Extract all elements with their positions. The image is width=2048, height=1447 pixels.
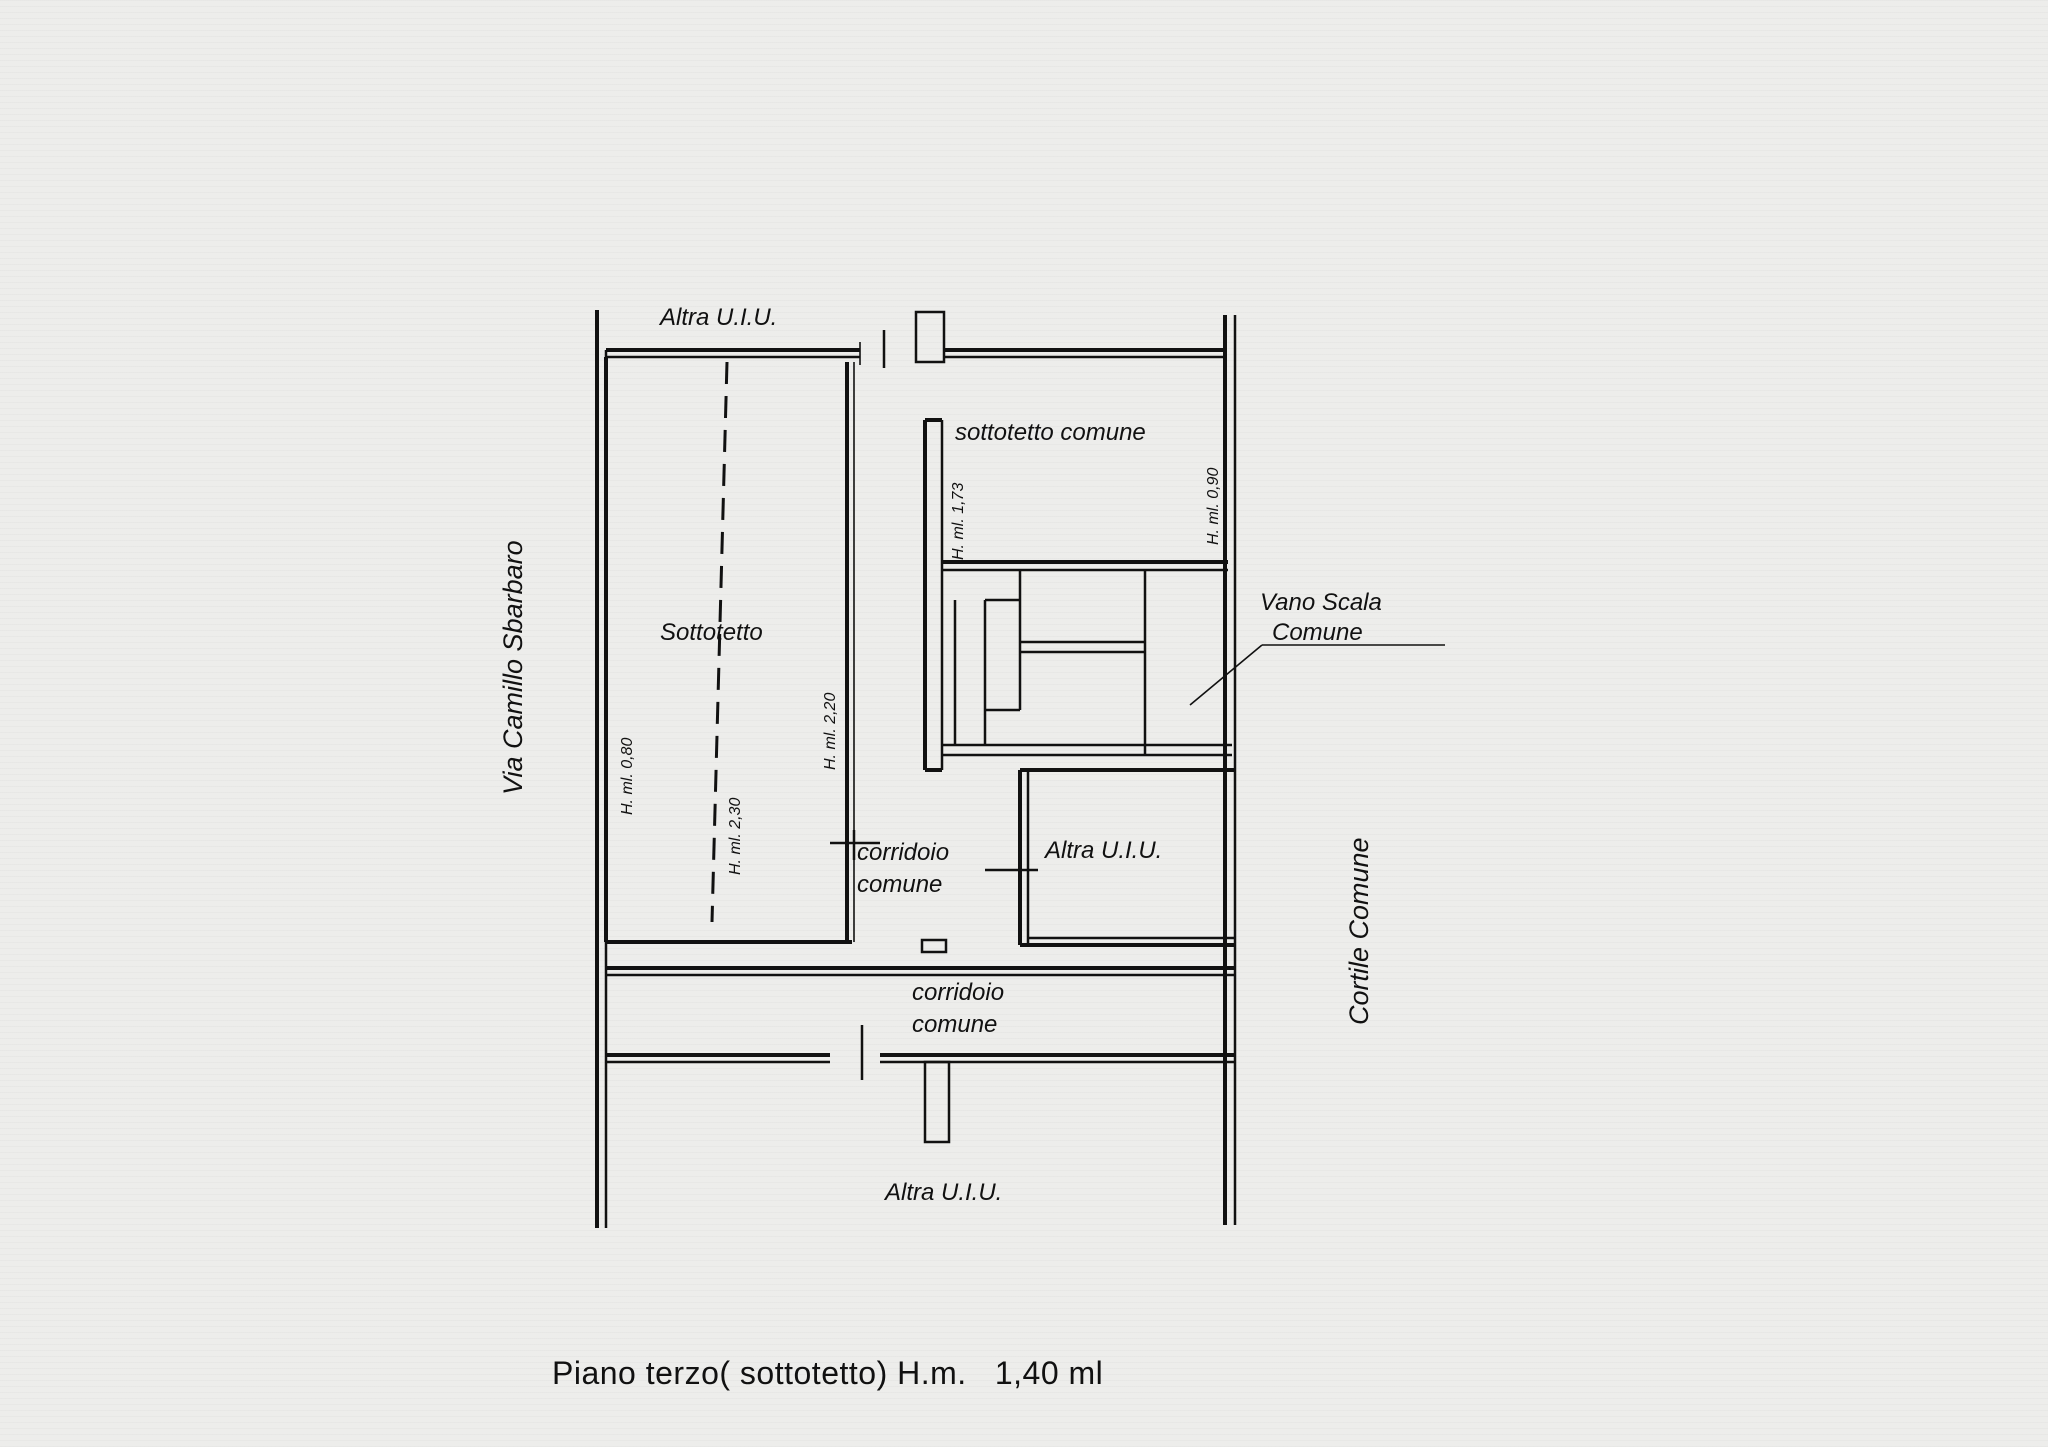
label-altra-mid: Altra U.I.U. — [1043, 837, 1162, 864]
height-090: H. ml. 0,90 — [1205, 468, 1222, 545]
label-corridoio-1a: corridoio — [857, 839, 949, 866]
sottotetto-room — [604, 357, 855, 944]
stair-well — [942, 570, 1232, 757]
label-corridoio-2b: comune — [912, 1011, 997, 1038]
label-corridoio-2a: corridoio — [912, 979, 1004, 1006]
corridoio-vertical — [830, 830, 948, 954]
label-vano-scala-1: Vano Scala — [1260, 589, 1382, 616]
label-sottotetto-comune: sottotetto comune — [955, 419, 1146, 446]
label-court-right: Cortile Comune — [1344, 837, 1374, 1025]
plan-caption: Piano terzo( sottotetto) H.m. 1,40 ml — [552, 1355, 1104, 1391]
height-173: H. ml. 1,73 — [950, 483, 967, 560]
label-altra-top: Altra U.I.U. — [658, 304, 777, 331]
height-080: H. ml. 0,80 — [619, 738, 636, 815]
corridoio-horizontal — [606, 966, 1235, 1144]
label-corridoio-1b: comune — [857, 871, 942, 898]
label-altra-bottom: Altra U.I.U. — [883, 1179, 1002, 1206]
height-230: H. ml. 2,30 — [727, 798, 744, 875]
label-vano-scala-2: Comune — [1272, 619, 1363, 646]
height-220: H. ml. 2,20 — [822, 693, 839, 770]
top-wall — [606, 310, 1225, 368]
altra-uiu-mid-room — [985, 768, 1235, 947]
label-sottotetto: Sottotetto — [660, 619, 763, 646]
label-street-left: Via Camillo Sbarbaro — [498, 540, 528, 795]
vano-scala-leader — [1189, 644, 1263, 706]
sottotetto-comune-room — [923, 418, 1228, 772]
